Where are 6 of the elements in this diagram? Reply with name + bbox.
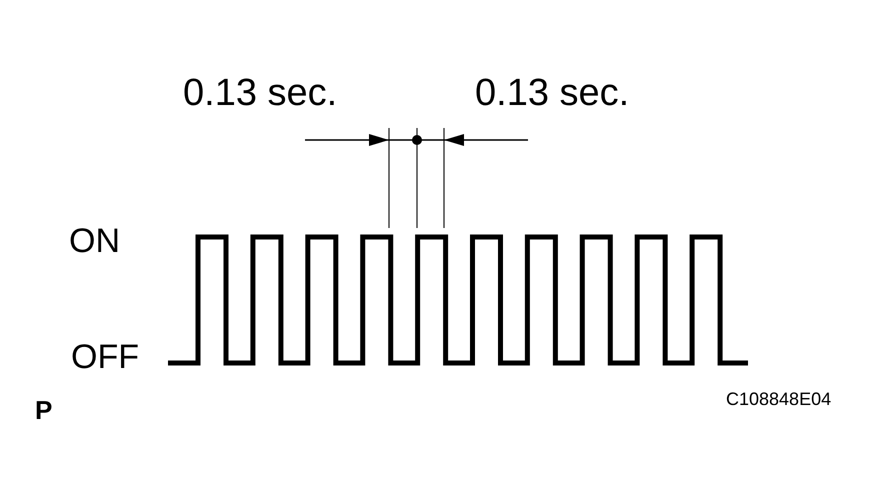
panel-letter: P [35,397,52,423]
signal-level-label: ON [69,224,120,258]
duration-label: 0.13 sec. [183,74,338,112]
duration-label: 0.13 sec. [475,74,630,112]
figure-code: C108848E04 [726,390,832,408]
signal-level-label: OFF [71,340,139,374]
